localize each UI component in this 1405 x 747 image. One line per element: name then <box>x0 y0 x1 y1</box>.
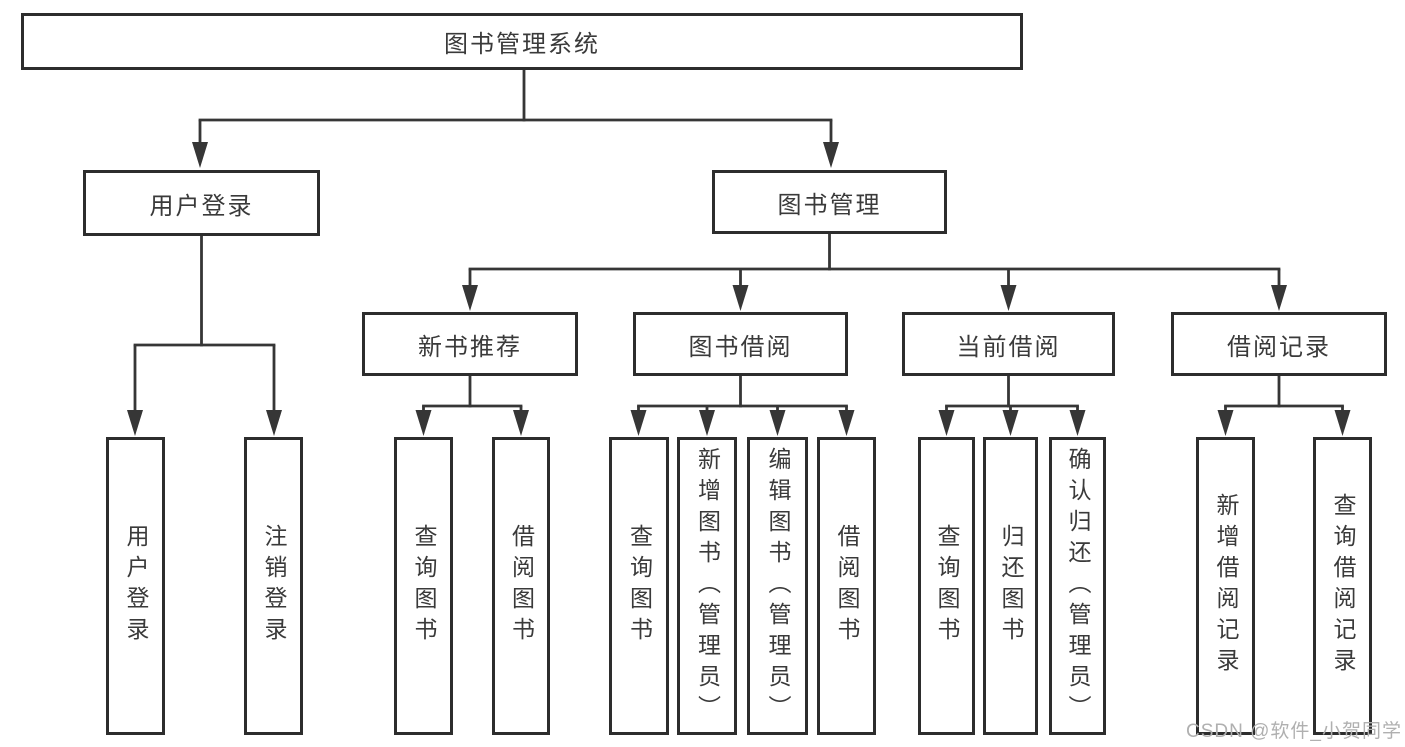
leaf-confirm-return-admin-label: 确认归还（管理员） <box>1065 446 1091 726</box>
leaf-return-book: 归还图书 <box>983 437 1038 735</box>
leaf-user-login: 用户登录 <box>106 437 165 735</box>
leaf-add-book-admin: 新增图书（管理员） <box>677 437 737 735</box>
leaf-query-books-borrowing: 查询图书 <box>609 437 669 735</box>
leaf-add-book-admin-label: 新增图书（管理员） <box>694 446 721 726</box>
leaf-query-books-borrowing-label: 查询图书 <box>626 524 653 648</box>
node-user-login: 用户登录 <box>83 170 320 236</box>
leaf-logout: 注销登录 <box>244 437 303 735</box>
leaf-borrow-books-borrowing-label: 借阅图书 <box>834 524 860 648</box>
leaf-logout-label: 注销登录 <box>261 524 287 648</box>
leaf-query-books-current: 查询图书 <box>918 437 975 735</box>
connector-book-management <box>462 234 1287 311</box>
csdn-watermark: CSDN @软件_小贺同学 <box>1186 721 1402 742</box>
connector-new-book-recommendation <box>415 376 529 436</box>
node-book-borrowing: 图书借阅 <box>633 312 848 376</box>
leaf-query-books-current-label: 查询图书 <box>934 524 960 648</box>
node-book-management: 图书管理 <box>712 170 947 234</box>
leaf-user-login-label: 用户登录 <box>123 524 149 648</box>
leaf-add-borrow-record-label: 新增借阅记录 <box>1213 493 1239 679</box>
connector-user-login <box>127 236 282 436</box>
connector-book-borrowing <box>630 376 855 436</box>
leaf-borrow-books-recommend-label: 借阅图书 <box>508 524 535 648</box>
connector-current-borrowing <box>938 376 1086 436</box>
connector-borrowing-records <box>1217 376 1351 436</box>
connector-root <box>192 69 839 168</box>
leaf-edit-book-admin: 编辑图书（管理员） <box>747 437 808 735</box>
leaf-confirm-return-admin: 确认归还（管理员） <box>1049 437 1106 735</box>
leaf-borrow-books-borrowing: 借阅图书 <box>817 437 876 735</box>
leaf-query-borrow-record: 查询借阅记录 <box>1313 437 1372 735</box>
leaf-return-book-label: 归还图书 <box>998 524 1024 648</box>
node-root: 图书管理系统 <box>21 13 1023 70</box>
leaf-query-borrow-record-label: 查询借阅记录 <box>1330 493 1356 679</box>
leaf-add-borrow-record: 新增借阅记录 <box>1196 437 1255 735</box>
leaf-edit-book-admin-label: 编辑图书（管理员） <box>765 446 791 726</box>
node-new-book-recommendation: 新书推荐 <box>362 312 578 376</box>
leaf-query-books-recommend-label: 查询图书 <box>411 524 437 648</box>
leaf-borrow-books-recommend: 借阅图书 <box>492 437 550 735</box>
leaf-query-books-recommend: 查询图书 <box>394 437 453 735</box>
node-current-borrowing: 当前借阅 <box>902 312 1115 376</box>
node-borrowing-records: 借阅记录 <box>1171 312 1387 376</box>
